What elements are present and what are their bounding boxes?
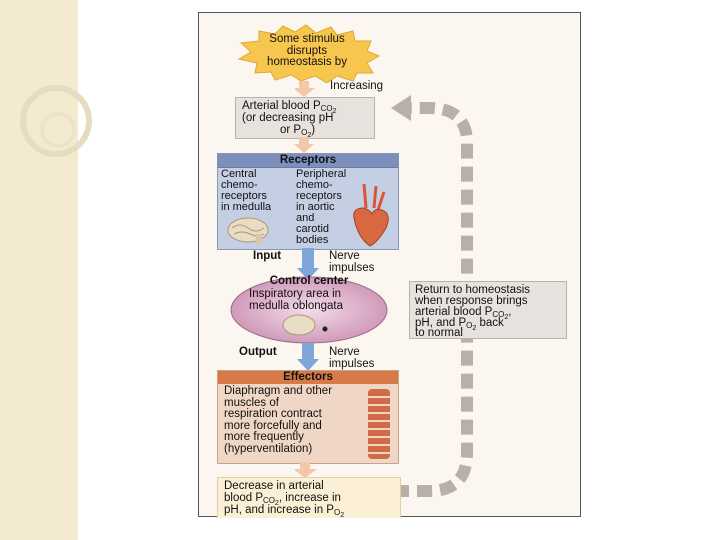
return-pco2-sub: CO — [492, 310, 505, 319]
pco2-sub-2: 2 — [332, 108, 337, 115]
effectors-line-1: Diaphragm and other — [224, 385, 333, 397]
decorative-ring-small — [40, 112, 76, 148]
central-line-4: in medulla — [221, 201, 272, 213]
homeostasis-diagram: Some stimulus disrupts homeostasis by In… — [198, 12, 581, 519]
feedback-loop-arrow — [391, 95, 473, 497]
result-line-3: pH, and increase in PO2 — [224, 504, 345, 522]
heart-illustration — [353, 183, 389, 247]
arterial-line-2: (or decreasing pH — [242, 112, 334, 124]
peripheral-receptors-text: Peripheral chemo- receptors in aortic an… — [296, 169, 346, 246]
return-text-3a: arterial blood P — [415, 306, 493, 318]
stimulus-line-2: disrupts — [286, 44, 328, 57]
peripheral-line-7: bodies — [296, 234, 329, 246]
result-pco2-sub: CO — [263, 496, 276, 505]
receptors-heading: Receptors — [218, 154, 398, 168]
output-label: Output — [239, 346, 277, 358]
peripheral-line-2: chemo- — [296, 179, 333, 191]
return-line-3: arterial blood PCO2, — [415, 306, 512, 324]
effectors-text: Diaphragm and other muscles of respirati… — [224, 385, 333, 455]
control-line-2: medulla oblongata — [249, 299, 343, 312]
return-text-4b: back — [476, 317, 504, 329]
arterial-text-3: or P — [280, 124, 302, 136]
return-text-3b: , — [508, 306, 512, 318]
effectors-box: Effectors Diaphragm and other muscles of… — [217, 370, 399, 464]
central-line-1: Central — [221, 168, 257, 180]
peripheral-line-1: Peripheral — [296, 168, 347, 180]
pco2-sub: CO — [320, 104, 333, 113]
input-arrow — [297, 248, 319, 280]
return-po2-sub: O — [466, 321, 473, 330]
input-label: Input — [253, 250, 282, 262]
control-line-1: Inspiratory area in — [249, 288, 342, 300]
return-line-5: to normal — [415, 327, 463, 339]
slide-left-strip — [0, 0, 78, 540]
down-arrow-1 — [295, 81, 315, 97]
down-arrow-3 — [295, 462, 317, 478]
central-line-2: chemo- — [221, 179, 258, 191]
stimulus-line-1: Some stimulus — [269, 33, 345, 45]
nerve-impulses-1-line-2: impulses — [329, 261, 375, 274]
peripheral-line-5: and — [296, 212, 315, 224]
effectors-line-6: (hyperventilation) — [224, 442, 313, 455]
peripheral-line-4: in aortic — [296, 201, 335, 213]
receptors-box: Receptors Central chemo- receptors in me… — [217, 153, 399, 250]
nerve-impulses-2: Nerve impulses — [329, 346, 375, 370]
arterial-line-1: Arterial blood PCO2 — [242, 100, 337, 118]
stimulus-text: Some stimulus disrupts homeostasis by — [257, 33, 357, 69]
result-box: Decrease in arterial blood PCO2, increas… — [217, 477, 401, 519]
output-arrow — [297, 343, 319, 371]
result-po2-sub: O — [333, 508, 341, 517]
po2-sub: O — [301, 128, 308, 137]
return-po2-sub-2: 2 — [472, 325, 477, 332]
return-line-4: pH, and PO2 back — [415, 317, 504, 335]
increasing-label: Increasing — [330, 80, 384, 92]
control-center-heading: Control center — [269, 275, 349, 287]
peripheral-line-3: receptors — [296, 190, 342, 202]
result-po2-sub-2: 2 — [340, 512, 345, 519]
return-text-4a: pH, and P — [415, 317, 467, 329]
result-text-3a: pH, and increase in P — [224, 504, 334, 516]
nerve-impulses-2-line-2: impulses — [329, 357, 375, 370]
return-line-1: Return to homeostasis — [415, 284, 531, 296]
decorative-ring — [20, 85, 92, 157]
control-center-ellipse — [230, 276, 388, 344]
return-pco2-sub-2: 2 — [504, 314, 509, 321]
central-line-3: receptors — [221, 190, 267, 202]
central-receptors-text: Central chemo- receptors in medulla — [221, 169, 271, 213]
result-line-2: blood PCO2, increase in — [224, 492, 341, 510]
muscle-illustration — [368, 389, 390, 459]
down-arrow-2 — [294, 137, 314, 153]
result-text-2a: blood P — [224, 492, 264, 504]
nerve-impulses-2-line-1: Nerve — [329, 346, 360, 358]
arterial-line-3: or PO2) — [280, 124, 316, 142]
stimulus-line-3: homeostasis by — [267, 56, 347, 68]
nerve-impulses-1: Nerve impulses — [329, 250, 375, 274]
result-pco2-sub-2: 2 — [275, 500, 279, 507]
nerve-impulses-1-line-1: Nerve — [329, 250, 360, 262]
brain-illustration — [227, 217, 269, 244]
effectors-line-2: muscles of — [224, 396, 279, 409]
effectors-line-4: more forcefully and — [224, 419, 322, 432]
return-homeostasis-box: Return to homeostasis when response brin… — [409, 281, 567, 339]
return-line-2: when response brings — [415, 295, 528, 307]
result-text-2b: , increase in — [278, 492, 341, 504]
arterial-text-1: Arterial blood P — [242, 100, 321, 112]
effectors-line-3: respiration contract — [224, 408, 322, 420]
effectors-heading: Effectors — [218, 371, 398, 384]
effectors-line-5: more frequently — [224, 431, 304, 443]
stimulus-starburst — [237, 24, 381, 83]
peripheral-line-6: carotid — [296, 223, 330, 235]
arterial-text-3-end: ) — [311, 124, 316, 136]
arterial-blood-box: Arterial blood PCO2 (or decreasing pH or… — [235, 97, 375, 139]
po2-sub-2: 2 — [307, 132, 312, 139]
control-center-text: Inspiratory area in medulla oblongata — [249, 288, 343, 312]
result-line-1: Decrease in arterial — [224, 480, 324, 492]
